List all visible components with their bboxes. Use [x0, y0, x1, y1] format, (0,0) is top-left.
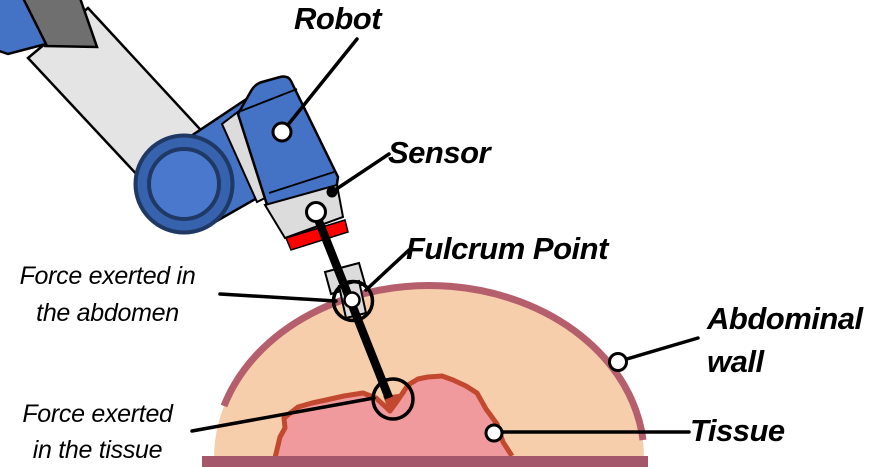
robot-end-effector — [236, 75, 340, 210]
force-tissue-label: Force exerted in the tissue — [5, 396, 190, 467]
tissue-shape — [275, 376, 512, 458]
robot-marker — [271, 121, 293, 143]
fulcrum-marker — [343, 291, 361, 309]
abdominal-wall-outline — [220, 282, 647, 441]
sensor-block — [263, 183, 345, 240]
end-effector-bevel-bottom — [268, 171, 335, 194]
robot-leader-line — [281, 37, 359, 133]
table-bar — [202, 456, 648, 467]
force-tissue-label-line2: in the tissue — [32, 436, 163, 464]
robot-label: Robot — [294, 1, 382, 36]
robot-elbow-joint-inner — [147, 147, 221, 221]
abdominal-wall-marker — [608, 352, 628, 372]
force-abdomen-leader-line — [218, 292, 338, 303]
tissue-marker — [484, 423, 504, 443]
abdominal-wall-leader-line — [618, 336, 700, 363]
abdominal-wall-label: Abdominal wall — [707, 297, 863, 383]
abdominal-wall-label-line2: wall — [707, 344, 764, 379]
fulcrum-leader-line — [364, 248, 411, 292]
sensor-red-stripe — [284, 219, 349, 251]
end-effector-bevel-top — [240, 88, 298, 112]
sensor-label: Sensor — [388, 135, 491, 170]
tool-mount-marker — [305, 201, 327, 223]
force-abdomen-label: Force exerted in the abdomen — [5, 258, 210, 332]
fulcrum-point-label: Fulcrum Point — [406, 231, 608, 266]
force-abdomen-label-line2: the abdomen — [36, 299, 179, 327]
force-tissue-leader-line — [190, 396, 376, 433]
robot-base — [0, 0, 48, 56]
sensor-marker-dot — [326, 186, 338, 198]
sensor-leader-line — [330, 152, 391, 194]
abdominal-wall-label-line1: Abdominal — [707, 301, 863, 336]
force-abdomen-label-line1: Force exerted in — [19, 262, 196, 290]
tissue-label: Tissue — [690, 413, 785, 448]
force-tissue-label-line1: Force exerted — [22, 400, 173, 428]
